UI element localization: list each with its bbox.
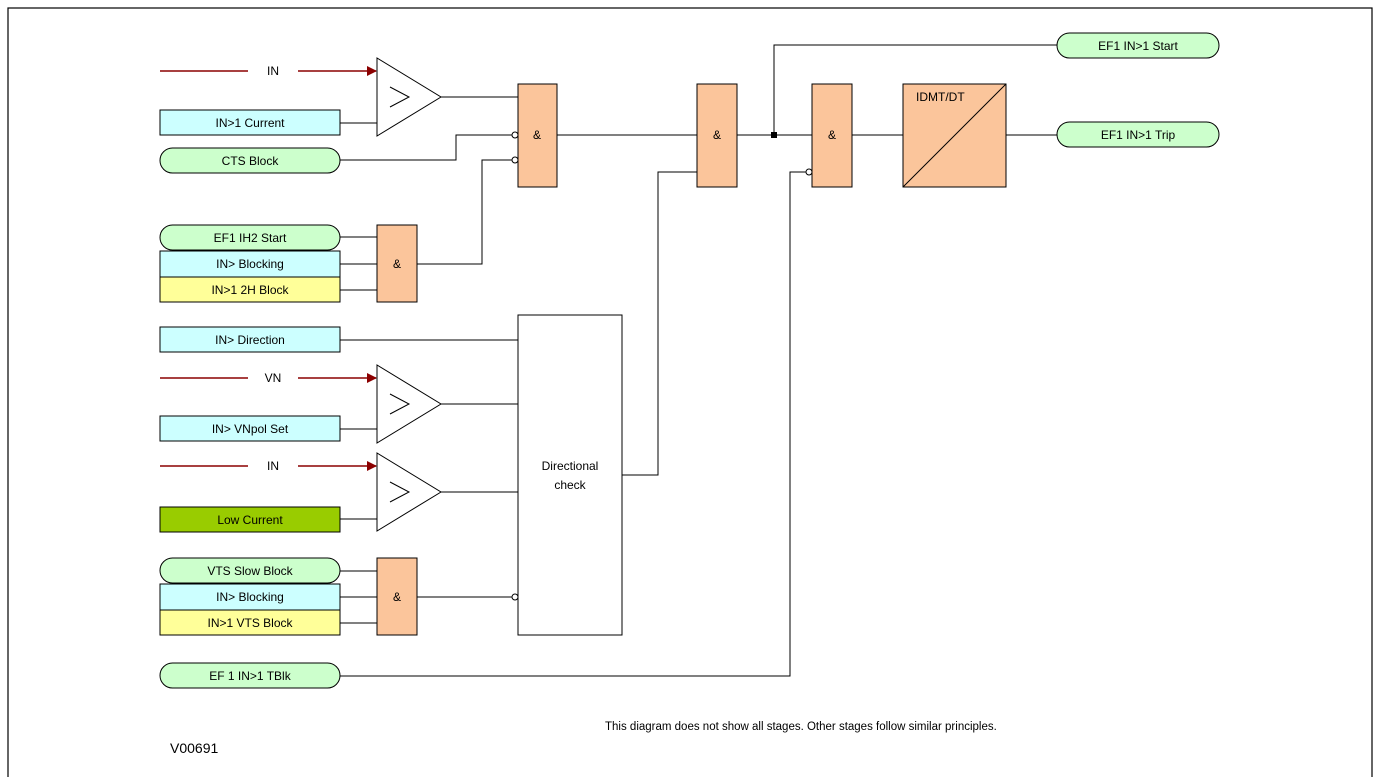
and-gate-3: & xyxy=(696,83,738,188)
comparator-2 xyxy=(376,364,442,444)
comparator-1 xyxy=(376,57,442,137)
setting-label: IN> Blocking xyxy=(216,590,284,604)
directional-check-block: Directional check xyxy=(511,314,623,636)
signal-ef1-ih2-start: EF1 IH2 Start xyxy=(159,224,341,251)
and-gate-4: & xyxy=(805,83,853,188)
diagram-note: This diagram does not show all stages. O… xyxy=(605,721,997,733)
diagram-frame xyxy=(7,7,1373,777)
signal-cts-block: CTS Block xyxy=(159,147,341,174)
signal-vts-slow-block: VTS Slow Block xyxy=(159,557,341,584)
idmt-dt-timer: IDMT/DT xyxy=(902,83,1007,188)
analogue-input-vn: VN xyxy=(160,371,377,385)
setting-in1-current: IN>1 Current xyxy=(159,109,341,136)
signal-label: EF1 IH2 Start xyxy=(214,231,287,245)
and-gate-2: & xyxy=(376,224,418,303)
and-gate-5: & xyxy=(376,557,418,636)
setting-low-current: Low Current xyxy=(159,506,341,533)
junction-dot xyxy=(771,132,777,138)
analogue-input-label: VN xyxy=(265,371,282,385)
setting-label: IN> Direction xyxy=(215,333,285,347)
setting-label: IN>1 Current xyxy=(215,116,285,130)
setting-in-vnpol-set: IN> VNpol Set xyxy=(159,415,341,442)
connection-wires xyxy=(340,44,1057,677)
inverter-bubble xyxy=(805,168,813,176)
timer-label: IDMT/DT xyxy=(916,90,965,104)
setting-in-blocking-2: IN> Blocking xyxy=(159,583,341,611)
inverter-bubble xyxy=(511,156,519,164)
inverter-bubble xyxy=(511,131,519,139)
setting-in-direction: IN> Direction xyxy=(159,326,341,353)
signal-label: CTS Block xyxy=(222,154,280,168)
signal-ef1-in1-tblk: EF 1 IN>1 TBlk xyxy=(159,662,341,689)
analogue-input-label: IN xyxy=(267,459,279,473)
gate-label: & xyxy=(533,128,541,142)
directional-check-line-1: Directional xyxy=(542,459,599,473)
setting-in1-vts-block: IN>1 VTS Block xyxy=(159,609,341,636)
output-label: EF1 IN>1 Start xyxy=(1098,39,1178,53)
output-label: EF1 IN>1 Trip xyxy=(1101,128,1176,142)
setting-label: IN> Blocking xyxy=(216,257,284,271)
gate-label: & xyxy=(393,257,401,271)
inverter-bubble xyxy=(511,593,519,601)
diagram-id: V00691 xyxy=(170,740,218,756)
setting-label: IN>1 VTS Block xyxy=(207,616,293,630)
setting-in-blocking: IN> Blocking xyxy=(159,250,341,278)
setting-in1-2h-block: IN>1 2H Block xyxy=(159,276,341,303)
analogue-input-in: IN xyxy=(160,64,377,78)
and-gate-1: & xyxy=(511,83,558,188)
output-ef1-in1-trip: EF1 IN>1 Trip xyxy=(1056,121,1220,148)
output-ef1-in1-start: EF1 IN>1 Start xyxy=(1056,32,1220,59)
signal-label: EF 1 IN>1 TBlk xyxy=(209,669,291,683)
gate-label: & xyxy=(393,590,401,604)
signal-label: VTS Slow Block xyxy=(207,564,293,578)
comparator-3 xyxy=(376,452,442,532)
directional-check-line-2: check xyxy=(554,478,586,492)
setting-label: IN> VNpol Set xyxy=(212,422,289,436)
gate-label: & xyxy=(828,128,836,142)
analogue-input-in-2: IN xyxy=(160,459,377,473)
setting-label: Low Current xyxy=(217,513,283,527)
setting-label: IN>1 2H Block xyxy=(211,283,289,297)
gate-label: & xyxy=(713,128,721,142)
analogue-input-label: IN xyxy=(267,64,279,78)
